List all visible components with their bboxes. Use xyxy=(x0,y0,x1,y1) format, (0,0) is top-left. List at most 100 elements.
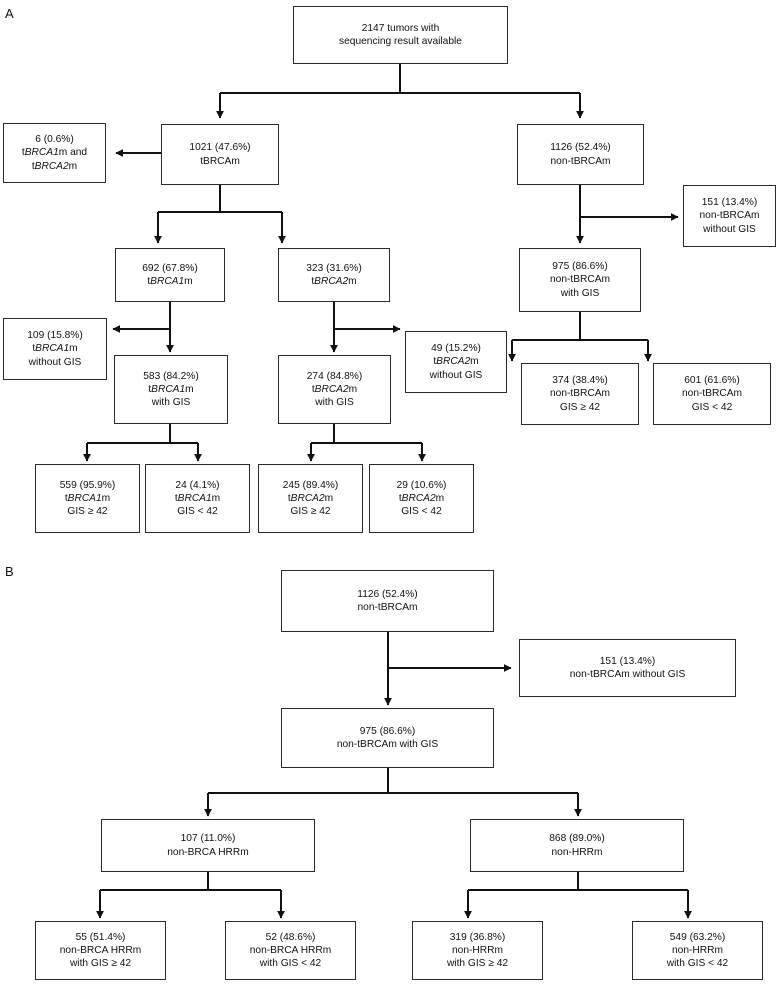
node-line: 274 (84.8%) xyxy=(306,370,363,382)
node-line: 151 (13.4%) xyxy=(701,197,758,209)
node-line: with GIS xyxy=(151,397,191,409)
node-b-nonhrrm-gis-high: 319 (36.8%) non-HRRm with GIS ≥ 42 xyxy=(412,921,543,980)
node-line: 52 (48.6%) xyxy=(265,931,316,943)
node-line: 55 (51.4%) xyxy=(75,931,126,943)
node-line: GIS ≥ 42 xyxy=(559,401,601,413)
node-a-brca2-gis-high: 245 (89.4%) tBRCA2m GIS ≥ 42 xyxy=(258,464,363,533)
node-b-root: 1126 (52.4%) non-tBRCAm xyxy=(281,570,494,632)
node-line: 109 (15.8%) xyxy=(27,330,83,342)
node-line: with GIS xyxy=(560,287,600,299)
node-b-hrrm-gis-low: 52 (48.6%) non-BRCA HRRm with GIS < 42 xyxy=(225,921,356,980)
node-a-non-tbrcam: 1126 (52.4%) non-tBRCAm xyxy=(517,124,644,185)
node-line: with GIS < 42 xyxy=(666,958,729,970)
node-line: with GIS < 42 xyxy=(259,958,322,970)
node-line: tBRCA1m xyxy=(32,343,78,355)
node-b-non-hrrm: 868 (89.0%) non-HRRm xyxy=(470,819,684,872)
node-line: tBRCA2m xyxy=(287,492,334,504)
node-line: non-tBRCAm xyxy=(550,155,611,167)
node-a-both: 6 (0.6%) tBRCA1m and tBRCA2m xyxy=(3,123,106,183)
node-a-non-gis-high: 374 (38.4%) non-tBRCAm GIS ≥ 42 xyxy=(521,363,639,425)
node-a-non-without-gis: 151 (13.4%) non-tBRCAm without GIS xyxy=(683,185,776,247)
node-a-brca2: 323 (31.6%) tBRCA2m xyxy=(278,248,390,302)
node-line: 601 (61.6%) xyxy=(684,375,740,387)
node-line: 374 (38.4%) xyxy=(552,375,608,387)
node-line: tBRCA1m xyxy=(148,383,194,395)
node-b-nonhrrm-gis-low: 549 (63.2%) non-HRRm with GIS < 42 xyxy=(632,921,763,980)
node-line: non-BRCA HRRm xyxy=(59,944,142,956)
node-line: non-tBRCAm xyxy=(549,388,610,400)
node-line: GIS < 42 xyxy=(401,506,442,518)
node-a-non-with-gis: 975 (86.6%) non-tBRCAm with GIS xyxy=(519,248,641,312)
node-line: non-HRRm xyxy=(551,846,603,858)
node-line: GIS < 42 xyxy=(177,506,218,518)
node-line: non-tBRCAm xyxy=(549,274,610,286)
node-line: 323 (31.6%) xyxy=(306,262,362,274)
node-line: 49 (15.2%) xyxy=(431,343,481,355)
node-line: tBRCA1m xyxy=(64,492,111,504)
node-line: non-tBRCAm without GIS xyxy=(569,669,686,680)
node-line: without GIS xyxy=(28,356,82,368)
panel-label-b: B xyxy=(5,564,14,579)
node-a-brca1: 692 (67.8%) tBRCA1m xyxy=(115,248,225,302)
node-line: 1126 (52.4%) xyxy=(357,588,418,600)
node-line: 559 (95.9%) xyxy=(59,479,116,491)
node-a-brca1-with-gis: 583 (84.2%) tBRCA1m with GIS xyxy=(114,355,228,424)
node-line: without GIS xyxy=(429,369,483,381)
node-line: non-HRRm xyxy=(452,944,503,956)
node-line: tBRCA2m xyxy=(311,383,358,395)
node-line: non-HRRm xyxy=(672,944,723,956)
node-line: non-tBRCAm xyxy=(681,388,742,400)
node-line: non-tBRCAm with GIS xyxy=(336,739,439,750)
node-line: 107 (11.0%) xyxy=(180,833,236,845)
node-line: 868 (89.0%) xyxy=(549,833,605,845)
node-line: without GIS xyxy=(703,223,756,235)
node-line: with GIS ≥ 42 xyxy=(69,958,132,970)
node-b-with-gis: 975 (86.6%) non-tBRCAm with GIS xyxy=(281,708,494,768)
node-b-hrrm-gis-high: 55 (51.4%) non-BRCA HRRm with GIS ≥ 42 xyxy=(35,921,166,980)
node-line: 692 (67.8%) xyxy=(142,262,198,274)
node-line: 549 (63.2%) xyxy=(669,931,726,943)
node-line: tBRCAm xyxy=(200,155,240,167)
node-line: 975 (86.6%) xyxy=(359,725,416,737)
node-line: non-tBRCAm xyxy=(357,602,418,613)
node-line: tBRCA1m xyxy=(174,492,221,504)
node-b-non-brca-hrrm: 107 (11.0%) non-BRCA HRRm xyxy=(101,819,315,872)
node-line: 151 (13.4%) xyxy=(599,655,656,667)
node-line: GIS ≥ 42 xyxy=(290,506,331,518)
node-line: with GIS ≥ 42 xyxy=(446,958,509,970)
node-line: GIS < 42 xyxy=(691,401,733,413)
node-line: non-BRCA HRRm xyxy=(249,944,332,956)
node-line: tBRCA1m and xyxy=(21,147,88,159)
node-line: non-BRCA HRRm xyxy=(167,846,249,858)
node-line: tBRCA2m xyxy=(433,356,479,368)
node-line: 583 (84.2%) xyxy=(143,370,199,382)
panel-label-a: A xyxy=(5,6,14,21)
node-a-non-gis-low: 601 (61.6%) non-tBRCAm GIS < 42 xyxy=(653,363,771,425)
node-line: 319 (36.8%) xyxy=(449,931,506,943)
node-line: 6 (0.6%) xyxy=(35,134,74,146)
node-line: tBRCA2m xyxy=(311,276,357,287)
node-a-root: 2147 tumors with sequencing result avail… xyxy=(293,6,508,64)
node-line: with GIS xyxy=(315,397,354,409)
node-a-brca2-with-gis: 274 (84.8%) tBRCA2m with GIS xyxy=(278,355,391,424)
node-line: non-tBRCAm xyxy=(699,210,760,222)
node-line: 2147 tumors with xyxy=(361,22,440,34)
node-a-tbrcam: 1021 (47.6%) tBRCAm xyxy=(161,124,279,185)
node-a-brca2-gis-low: 29 (10.6%) tBRCA2m GIS < 42 xyxy=(369,464,474,533)
node-a-brca2-without-gis: 49 (15.2%) tBRCA2m without GIS xyxy=(405,331,507,393)
node-line: GIS ≥ 42 xyxy=(67,506,108,518)
node-line: 29 (10.6%) xyxy=(396,479,447,491)
node-b-without-gis: 151 (13.4%) non-tBRCAm without GIS xyxy=(519,639,736,697)
node-line: sequencing result available xyxy=(339,36,462,47)
node-a-brca1-without-gis: 109 (15.8%) tBRCA1m without GIS xyxy=(3,318,107,380)
node-line: tBRCA2m xyxy=(31,160,78,172)
node-line: 24 (4.1%) xyxy=(175,479,220,491)
node-line: 245 (89.4%) xyxy=(282,479,339,491)
node-line: 1021 (47.6%) xyxy=(189,142,251,154)
node-line: tBRCA2m xyxy=(398,492,445,504)
node-a-brca1-gis-high: 559 (95.9%) tBRCA1m GIS ≥ 42 xyxy=(35,464,140,533)
node-line: 975 (86.6%) xyxy=(552,261,608,273)
node-line: tBRCA1m xyxy=(147,276,193,287)
node-line: 1126 (52.4%) xyxy=(550,142,611,154)
